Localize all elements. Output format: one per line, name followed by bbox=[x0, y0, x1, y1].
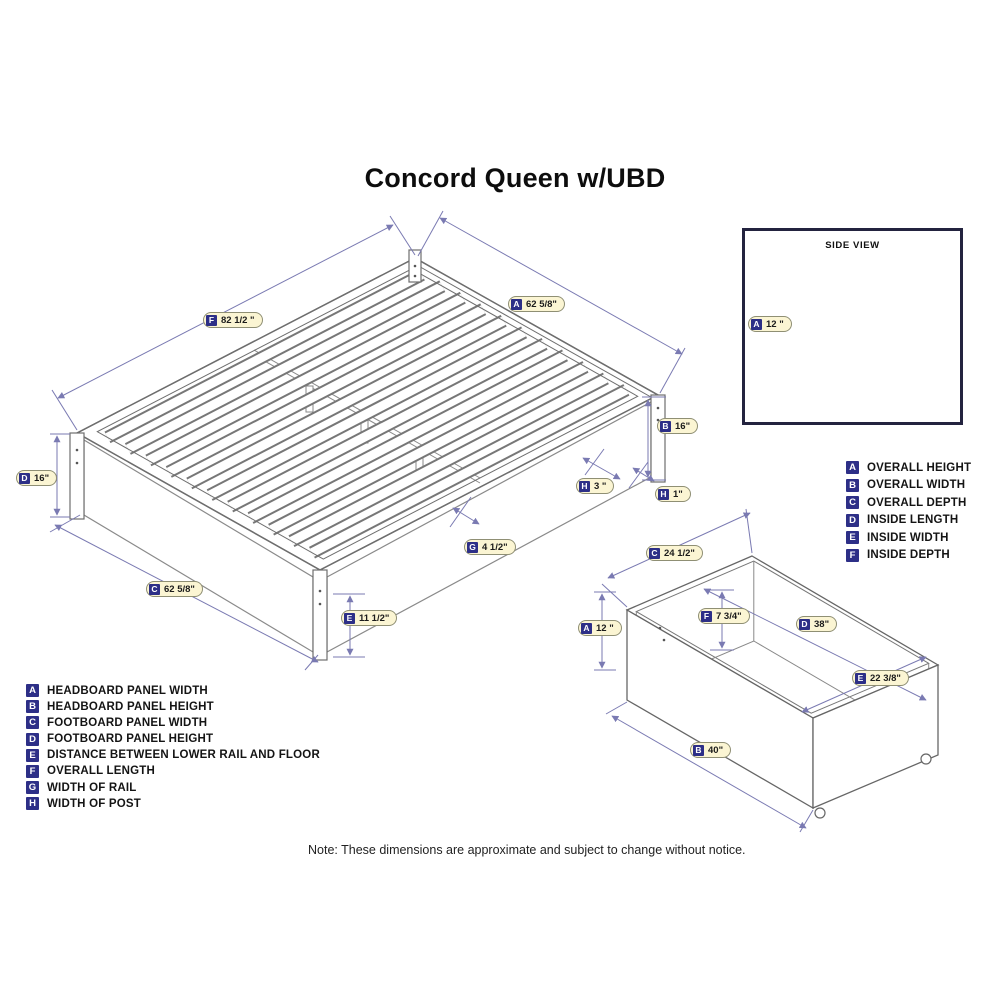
dim-badge-G: G bbox=[467, 541, 478, 553]
dim-label-bed-H3: H 3 " bbox=[576, 478, 615, 494]
dim-badge-C: C bbox=[149, 583, 160, 595]
legend-item: D INSIDE LENGTH bbox=[846, 513, 971, 527]
legend-badge: C bbox=[26, 716, 39, 730]
dim-label-bed-E: E 11 1/2" bbox=[341, 610, 398, 626]
dim-label-drawer-A: A 12 " bbox=[578, 620, 622, 636]
dim-label-bed-A: A 62 5/8" bbox=[508, 296, 565, 312]
dim-label-bed-D: D 16" bbox=[16, 470, 58, 486]
legend-badge: E bbox=[26, 748, 39, 762]
dim-value: 24 1/2" bbox=[664, 547, 695, 559]
legend-item: G WIDTH OF RAIL bbox=[26, 781, 320, 795]
legend-text: INSIDE LENGTH bbox=[867, 514, 959, 526]
dim-badge-E: E bbox=[344, 612, 355, 624]
dim-value: 12 " bbox=[596, 622, 614, 634]
dim-badge-H: H bbox=[658, 488, 669, 500]
legend-item: C FOOTBOARD PANEL WIDTH bbox=[26, 716, 320, 730]
legend-item: C OVERALL DEPTH bbox=[846, 496, 971, 509]
dim-label-drawer-B: B 40" bbox=[690, 742, 732, 758]
legend-item: A OVERALL HEIGHT bbox=[846, 461, 971, 474]
legend-item: B OVERALL WIDTH bbox=[846, 478, 971, 492]
dim-label-sideview-A: A 12 " bbox=[748, 316, 792, 332]
legend-text: HEADBOARD PANEL WIDTH bbox=[47, 684, 208, 697]
dim-badge-A: A bbox=[581, 622, 592, 634]
dim-value: 11 1/2" bbox=[359, 612, 390, 624]
legend-text: FOOTBOARD PANEL HEIGHT bbox=[47, 733, 214, 746]
dim-label-bed-C: C 62 5/8" bbox=[146, 581, 203, 597]
legend-bed-dimensions: A HEADBOARD PANEL WIDTH B HEADBOARD PANE… bbox=[26, 684, 320, 814]
dim-value: 62 5/8" bbox=[526, 298, 557, 310]
dim-label-bed-G: G 4 1/2" bbox=[464, 539, 516, 555]
legend-text: INSIDE DEPTH bbox=[867, 549, 950, 561]
dim-value: 38" bbox=[814, 618, 830, 630]
legend-item: H WIDTH OF POST bbox=[26, 797, 320, 811]
dim-badge-B: B bbox=[693, 744, 704, 756]
dim-label-drawer-F: F 7 3/4" bbox=[698, 608, 750, 624]
legend-item: B HEADBOARD PANEL HEIGHT bbox=[26, 700, 320, 714]
dim-value: 12 " bbox=[766, 318, 784, 330]
dim-value: 22 3/8" bbox=[870, 672, 901, 684]
dim-label-bed-H1: H 1" bbox=[655, 486, 691, 502]
legend-item: A HEADBOARD PANEL WIDTH bbox=[26, 684, 320, 697]
legend-text: HEADBOARD PANEL HEIGHT bbox=[47, 700, 214, 713]
dim-label-drawer-E: E 22 3/8" bbox=[852, 670, 909, 686]
dim-badge-F: F bbox=[701, 610, 712, 622]
dim-label-drawer-D: D 38" bbox=[796, 616, 838, 632]
drawer-drawing bbox=[625, 555, 940, 819]
bed-frame-drawing bbox=[69, 249, 666, 661]
dim-badge-D: D bbox=[19, 472, 30, 484]
legend-item: F OVERALL LENGTH bbox=[26, 764, 320, 778]
legend-badge: B bbox=[846, 478, 859, 492]
legend-text: WIDTH OF POST bbox=[47, 797, 141, 810]
legend-item: F INSIDE DEPTH bbox=[846, 548, 971, 562]
legend-badge: H bbox=[26, 797, 39, 811]
dim-label-bed-B: B 16" bbox=[657, 418, 699, 434]
dim-value: 7 3/4" bbox=[716, 610, 742, 622]
dim-badge-D: D bbox=[799, 618, 810, 630]
legend-text: FOOTBOARD PANEL WIDTH bbox=[47, 716, 208, 729]
dim-badge-A: A bbox=[751, 318, 762, 330]
legend-badge: C bbox=[846, 496, 859, 509]
legend-badge: A bbox=[846, 461, 859, 474]
legend-text: OVERALL DEPTH bbox=[867, 496, 967, 509]
dim-value: 40" bbox=[708, 744, 724, 756]
legend-badge: D bbox=[26, 732, 39, 746]
legend-item: E INSIDE WIDTH bbox=[846, 531, 971, 544]
dim-label-bed-F: F 82 1/2 " bbox=[203, 312, 263, 328]
legend-text: INSIDE WIDTH bbox=[867, 531, 949, 544]
dim-value: 3 " bbox=[594, 480, 607, 492]
dim-value: 82 1/2 " bbox=[221, 314, 255, 326]
legend-badge: F bbox=[846, 548, 859, 562]
dim-badge-E: E bbox=[855, 672, 866, 684]
legend-badge: E bbox=[846, 531, 859, 544]
dim-badge-A: A bbox=[511, 298, 522, 310]
page-title: Concord Queen w/UBD bbox=[364, 163, 666, 193]
dim-badge-F: F bbox=[206, 314, 217, 326]
dim-badge-H: H bbox=[579, 480, 590, 492]
disclaimer-note: Note: These dimensions are approximate a… bbox=[308, 843, 746, 857]
legend-badge: B bbox=[26, 700, 39, 714]
legend-text: DISTANCE BETWEEN LOWER RAIL AND FLOOR bbox=[47, 749, 320, 762]
legend-drawer-dimensions: A OVERALL HEIGHT B OVERALL WIDTH C OVERA… bbox=[846, 461, 971, 566]
legend-text: OVERALL LENGTH bbox=[47, 765, 156, 778]
legend-item: E DISTANCE BETWEEN LOWER RAIL AND FLOOR bbox=[26, 748, 320, 762]
legend-item: D FOOTBOARD PANEL HEIGHT bbox=[26, 732, 320, 746]
dim-value: 1" bbox=[673, 488, 683, 500]
side-view-title: SIDE VIEW bbox=[825, 240, 880, 251]
legend-text: OVERALL HEIGHT bbox=[867, 461, 972, 474]
legend-badge: D bbox=[846, 513, 859, 527]
legend-badge: A bbox=[26, 684, 39, 697]
legend-text: WIDTH OF RAIL bbox=[47, 781, 137, 794]
dim-value: 16" bbox=[675, 420, 691, 432]
legend-text: OVERALL WIDTH bbox=[867, 479, 966, 491]
dim-value: 62 5/8" bbox=[164, 583, 195, 595]
legend-badge: G bbox=[26, 781, 39, 795]
dim-value: 16" bbox=[34, 472, 50, 484]
dim-badge-C: C bbox=[649, 547, 660, 559]
dim-badge-B: B bbox=[660, 420, 671, 432]
dim-label-drawer-C: C 24 1/2" bbox=[646, 545, 703, 561]
legend-badge: F bbox=[26, 764, 39, 778]
dim-value: 4 1/2" bbox=[482, 541, 508, 553]
